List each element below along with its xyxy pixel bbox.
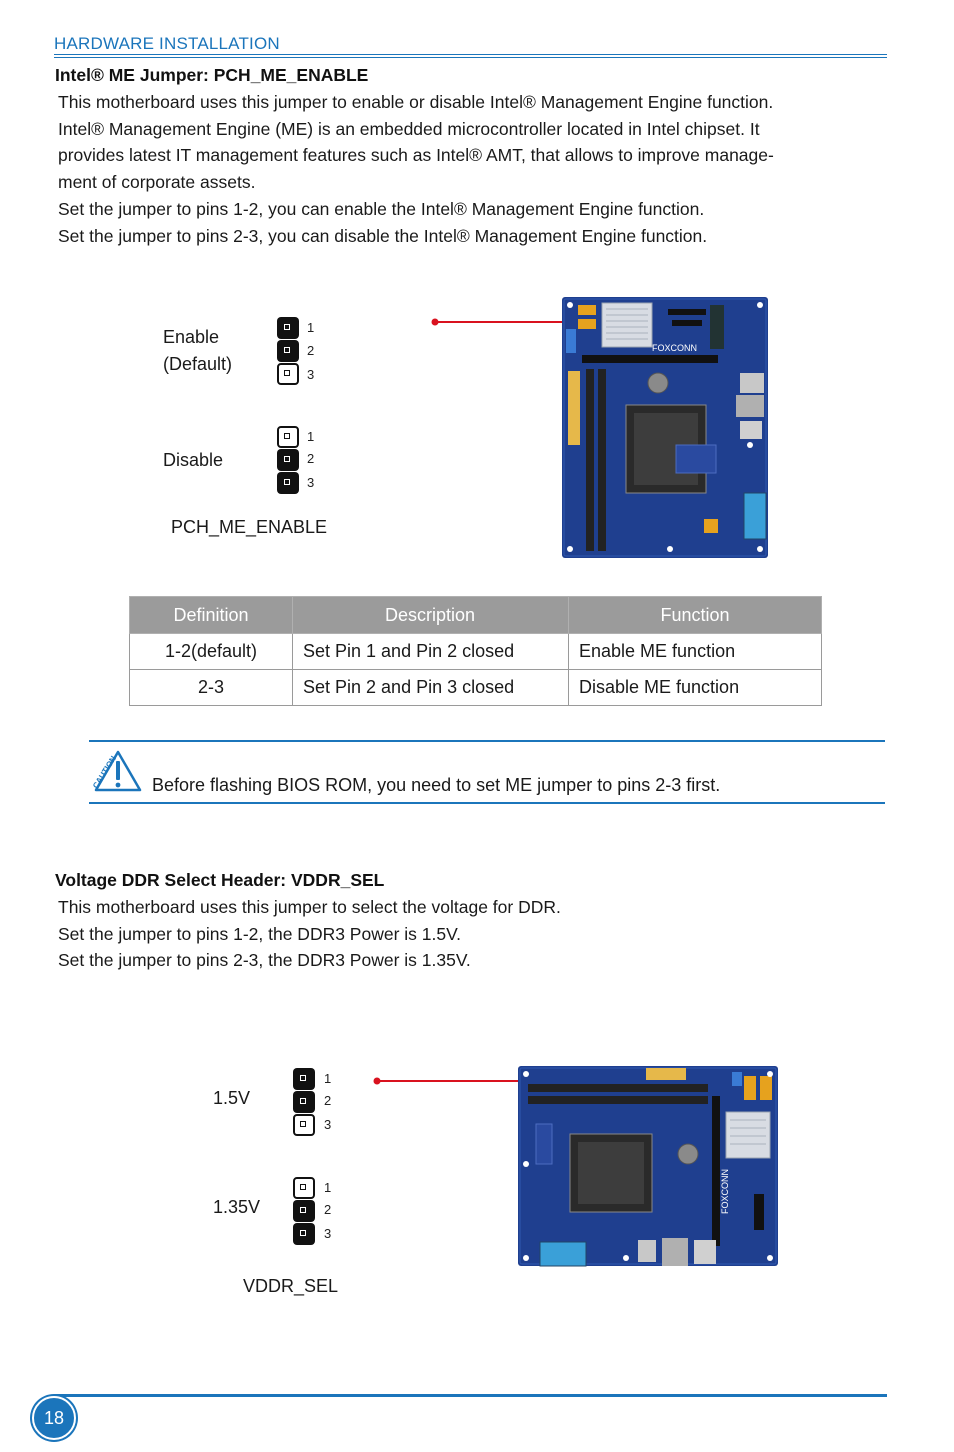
section-body-vddr-sel: This motherboard uses this jumper to sel… — [58, 894, 561, 974]
enable-label: Enable — [163, 327, 220, 347]
pointer-arrow — [373, 1074, 532, 1088]
pin-number: 1 — [324, 1180, 332, 1195]
jumper-pin-closed — [293, 1200, 315, 1222]
pin-number: 3 — [307, 367, 315, 382]
jumper-pin-closed — [277, 317, 299, 339]
pin-number: 1 — [307, 320, 315, 335]
pin-number: 2 — [324, 1202, 332, 1217]
table-row: 2-3 Set Pin 2 and Pin 3 closed Disable M… — [129, 669, 822, 706]
table-cell: Set Pin 1 and Pin 2 closed — [292, 633, 569, 670]
pin-number: 2 — [307, 343, 315, 358]
pin-number: 1 — [324, 1071, 332, 1086]
jumper-pin-closed — [293, 1223, 315, 1245]
table-header-row: Definition Description Function — [129, 596, 822, 634]
pin-number: 2 — [307, 451, 315, 466]
jumper-pin-closed — [277, 449, 299, 471]
jumper-pin-closed — [277, 340, 299, 362]
paragraph-line: This motherboard uses this jumper to ena… — [58, 92, 774, 112]
caution-icon: CAUTION — [91, 750, 142, 792]
diagram-caption-vddr-sel: VDDR_SEL — [243, 1276, 339, 1296]
table-header-function: Function — [568, 596, 822, 634]
section-body-me-jumper: This motherboard uses this jumper to ena… — [58, 89, 774, 249]
pin-number: 3 — [307, 475, 315, 490]
table-cell: Set Pin 2 and Pin 3 closed — [292, 669, 569, 706]
jumper-definition-table: Definition Description Function 1-2(defa… — [129, 596, 822, 706]
caution-bottom-rule — [89, 802, 885, 804]
jumper-pin-closed — [293, 1091, 315, 1113]
motherboard-image: FOXCONN — [518, 1066, 778, 1267]
pin-number: 2 — [324, 1093, 332, 1108]
diagram-caption-pch-me-enable: PCH_ME_ENABLE — [171, 517, 328, 537]
table-cell: Enable ME function — [568, 633, 822, 670]
paragraph-line: Set the jumper to pins 1-2, you can enab… — [58, 198, 705, 219]
paragraph-line: Set the jumper to pins 2-3, you can disa… — [58, 225, 708, 246]
paragraph-line: Set the jumper to pins 2-3, the DDR3 Pow… — [58, 950, 471, 971]
pin-number: 3 — [324, 1117, 332, 1132]
table-cell: Disable ME function — [568, 669, 822, 706]
pin-number: 3 — [324, 1226, 332, 1241]
paragraph-line: Set the jumper to pins 1-2, the DDR3 Pow… — [58, 923, 462, 944]
enable-default-label: (Default) — [163, 354, 233, 374]
section-title-me-jumper: Intel® ME Jumper: PCH_ME_ENABLE — [55, 65, 369, 85]
table-cell: 1-2(default) — [129, 633, 293, 670]
table-cell: 2-3 — [129, 669, 293, 706]
table-header-definition: Definition — [129, 596, 293, 634]
page-header-title: HARDWARE INSTALLATION — [54, 34, 280, 53]
table-row: 1-2(default) Set Pin 1 and Pin 2 closed … — [129, 633, 822, 670]
table-header-description: Description — [292, 596, 569, 634]
jumper-pin-open — [293, 1114, 315, 1136]
paragraph-line: Intel® Management Engine (ME) is an embe… — [58, 118, 760, 139]
section-title-vddr-sel: Voltage DDR Select Header: VDDR_SEL — [55, 870, 385, 890]
header-rule — [54, 54, 887, 55]
board-brand-text: FOXCONN — [652, 343, 697, 353]
paragraph-line: ment of corporate assets. — [58, 172, 256, 193]
disable-label: Disable — [163, 450, 224, 470]
paragraph-line: provides latest IT management features s… — [58, 145, 774, 166]
page-number: 18 — [32, 1396, 76, 1440]
paragraph-line: This motherboard uses this jumper to sel… — [58, 897, 561, 917]
caution-top-rule — [89, 740, 885, 742]
header-rule — [54, 57, 887, 58]
jumper-pin-closed — [277, 472, 299, 494]
jumper-pin-open — [277, 426, 299, 448]
jumper-pin-closed — [293, 1068, 315, 1090]
pin-number: 1 — [307, 429, 315, 444]
jumper-pin-open — [277, 363, 299, 385]
board-brand-text: FOXCONN — [720, 1169, 730, 1214]
jumper-pin-open — [293, 1177, 315, 1199]
footer-rule — [54, 1394, 887, 1397]
motherboard-image: FOXCONN — [562, 297, 768, 558]
voltage-1-5v-label: 1.5V — [213, 1088, 251, 1108]
caution-text: Before flashing BIOS ROM, you need to se… — [152, 775, 721, 795]
voltage-1-35v-label: 1.35V — [213, 1197, 261, 1217]
